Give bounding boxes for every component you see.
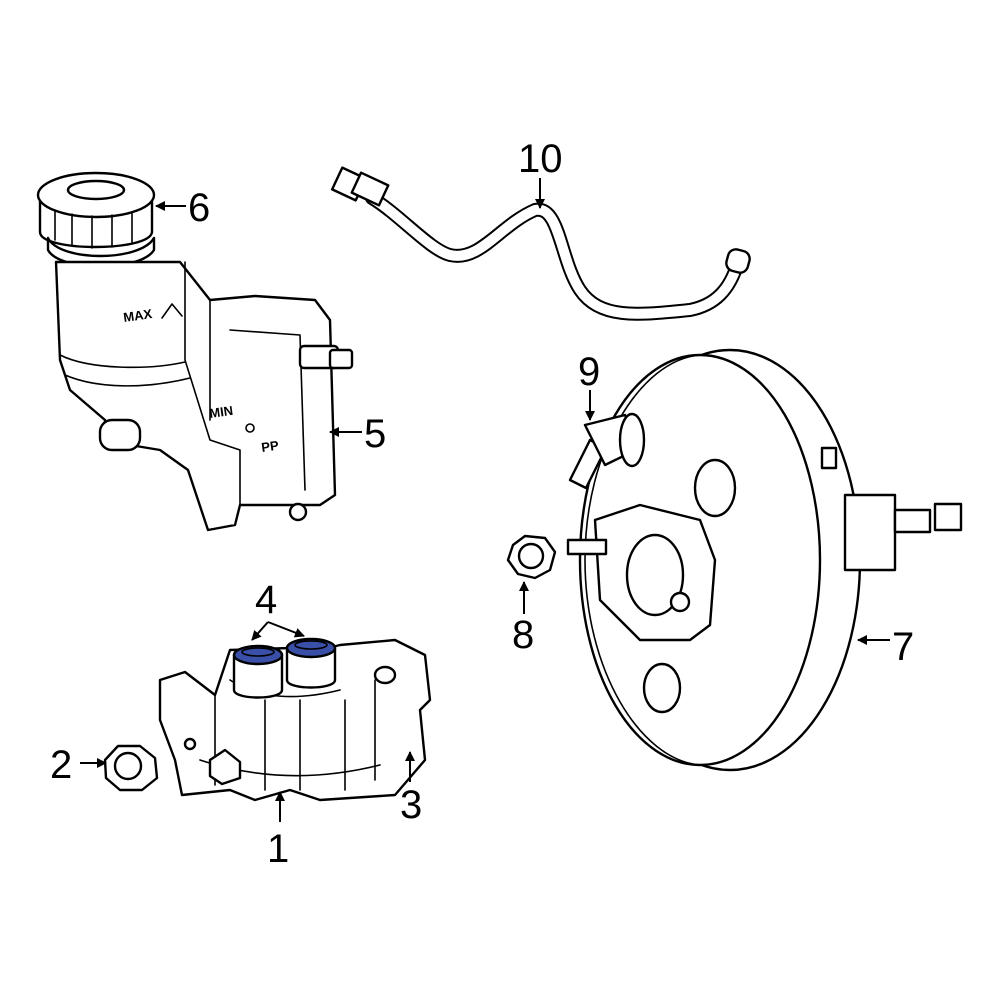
max-mark: MAX <box>122 306 153 325</box>
callout-2: 2 <box>50 743 72 787</box>
callout-4: 4 <box>255 578 277 622</box>
callout-7: 7 <box>892 625 914 669</box>
callout-1: 1 <box>267 827 289 871</box>
reservoir-grommets <box>232 637 337 699</box>
callout-9: 9 <box>578 350 600 394</box>
callout-6: 6 <box>188 186 210 230</box>
master-cylinder <box>158 638 432 802</box>
grommet-right <box>285 637 337 659</box>
callout-3: 3 <box>400 783 422 827</box>
material-mark: PP <box>260 438 280 455</box>
reservoir: MAX MIN PP <box>54 260 354 532</box>
booster-nut <box>506 534 557 580</box>
grommet-left <box>232 644 284 666</box>
min-mark: MIN <box>208 403 234 421</box>
callout-5: 5 <box>364 412 386 456</box>
callout-10: 10 <box>518 137 563 181</box>
brake-booster <box>566 348 963 772</box>
reservoir-cap <box>36 171 156 268</box>
master-cylinder-nut <box>103 744 159 792</box>
vacuum-hose <box>330 166 751 321</box>
check-valve <box>568 412 646 490</box>
callout-8: 8 <box>512 613 534 657</box>
callouts: 1 2 3 4 5 6 7 8 9 10 <box>50 137 914 871</box>
